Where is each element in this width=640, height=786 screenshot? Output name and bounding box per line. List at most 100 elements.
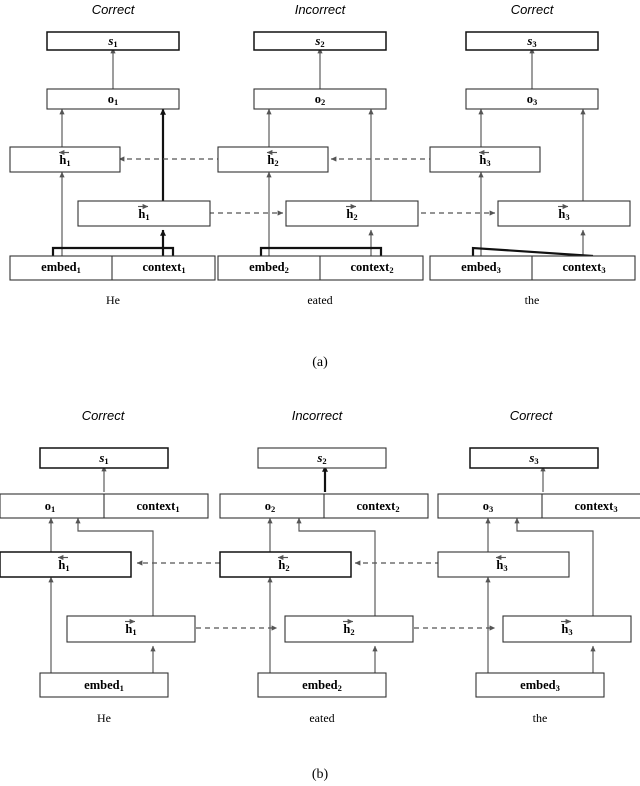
input-box-a1: embed1 context1 — [9, 255, 216, 281]
merge-bracket-a3 — [471, 246, 594, 258]
output-sub-b3: 3 — [489, 504, 493, 514]
panel-caption-a: (a) — [312, 355, 328, 370]
context-sub-b1: 1 — [175, 504, 179, 514]
word-label-b3: the — [533, 711, 548, 725]
svg-text:s2: s2 — [316, 450, 326, 466]
backward-hidden-sub-a2: 2 — [274, 158, 278, 168]
embed-sub-b3: 3 — [556, 683, 560, 693]
context-label-b2: context — [356, 499, 396, 513]
context-label-a3: context — [562, 260, 602, 274]
svg-text:embed3: embed3 — [461, 260, 501, 275]
svg-text:h1: h1 — [58, 558, 69, 573]
score-label-b3: s — [528, 450, 534, 465]
svg-text:h1: h1 — [138, 207, 149, 222]
edge-fh1-to-o1-b — [75, 517, 154, 621]
svg-text:context3: context3 — [574, 499, 617, 514]
forward-hidden-sub-a1: 1 — [145, 212, 149, 222]
score-sub-a1: 1 — [113, 39, 117, 49]
svg-text:h1: h1 — [59, 153, 70, 168]
forward-hidden-box-b3: h3 — [502, 615, 632, 643]
svg-text:s1: s1 — [107, 33, 117, 49]
score-box-b3: s3 — [469, 447, 599, 469]
embed-sub-b2: 2 — [338, 683, 342, 693]
svg-text:context2: context2 — [350, 260, 393, 275]
svg-text:context1: context1 — [136, 499, 179, 514]
score-label-a1: s — [107, 33, 113, 48]
input-box-a2: embed2 context2 — [217, 255, 424, 281]
embed-label-a2: embed — [249, 260, 284, 274]
backward-hidden-label-b2: h — [278, 558, 285, 572]
forward-hidden-box-a1: h1 — [77, 200, 211, 227]
column-header-correct-a3: Correct — [511, 2, 555, 17]
embed-sub-a2: 2 — [285, 265, 289, 275]
embed-label-b1: embed — [84, 678, 119, 692]
svg-text:o3: o3 — [527, 92, 538, 107]
output-sub-b2: 2 — [271, 504, 275, 514]
output-context-box-b1: o1 context1 — [0, 493, 209, 519]
column-header-correct-b3: Correct — [510, 408, 554, 423]
output-sub-a1: 1 — [114, 97, 118, 107]
score-label-b1: s — [98, 450, 104, 465]
backward-hidden-label-b1: h — [58, 558, 65, 572]
word-label-a3: the — [525, 293, 540, 307]
backward-hidden-box-a1: h1 — [9, 146, 121, 173]
word-label-b2: eated — [309, 711, 334, 725]
word-label-b1: He — [97, 711, 111, 725]
forward-hidden-label-a1: h — [138, 207, 145, 221]
word-label-a2: eated — [307, 293, 332, 307]
svg-text:context2: context2 — [356, 499, 399, 514]
embed-box-b2: embed2 — [257, 672, 387, 698]
output-sub-a3: 3 — [533, 97, 537, 107]
score-box-a2: s2 — [253, 31, 387, 51]
svg-text:o2: o2 — [315, 92, 326, 107]
score-label-a2: s — [314, 33, 320, 48]
word-label-a1: He — [106, 293, 120, 307]
svg-text:h2: h2 — [267, 153, 278, 168]
svg-text:h3: h3 — [558, 207, 569, 222]
forward-hidden-label-b3: h — [561, 622, 568, 636]
backward-hidden-label-a1: h — [59, 153, 66, 167]
edge-fh3-to-o3-b — [514, 517, 594, 621]
svg-text:s3: s3 — [528, 450, 538, 466]
score-sub-a3: 3 — [532, 39, 536, 49]
svg-text:h3: h3 — [561, 622, 572, 637]
output-context-box-b3: o3 context3 — [437, 493, 640, 519]
svg-text:o1: o1 — [45, 499, 56, 514]
score-box-b1: s1 — [39, 447, 169, 469]
score-box-a1: s1 — [46, 31, 180, 51]
column-header-incorrect-b2: Incorrect — [292, 408, 344, 423]
embed-label-a1: embed — [41, 260, 76, 274]
backward-hidden-sub-a3: 3 — [486, 158, 490, 168]
context-sub-b3: 3 — [613, 504, 617, 514]
score-sub-b1: 1 — [104, 456, 108, 466]
embed-sub-a3: 3 — [497, 265, 501, 275]
score-box-b2: s2 — [257, 447, 387, 469]
score-sub-b2: 2 — [322, 456, 326, 466]
forward-hidden-box-b1: h1 — [66, 615, 196, 643]
context-sub-a3: 3 — [601, 265, 605, 275]
merge-bracket-a1 — [51, 246, 175, 256]
embed-box-b3: embed3 — [475, 672, 605, 698]
backward-hidden-box-b2: h2 — [219, 551, 352, 578]
score-label-a3: s — [526, 33, 532, 48]
backward-hidden-sub-b3: 3 — [503, 563, 507, 573]
svg-text:embed2: embed2 — [249, 260, 289, 275]
svg-text:embed1: embed1 — [84, 678, 124, 693]
context-sub-a2: 2 — [389, 265, 393, 275]
output-label-a3: o — [527, 92, 533, 106]
column-header-correct-a1: Correct — [92, 2, 136, 17]
forward-hidden-label-a3: h — [558, 207, 565, 221]
svg-text:h3: h3 — [479, 153, 490, 168]
output-sub-b1: 1 — [51, 504, 55, 514]
forward-hidden-sub-b1: 1 — [132, 627, 136, 637]
column-header-incorrect-a2: Incorrect — [295, 2, 347, 17]
svg-text:embed3: embed3 — [520, 678, 560, 693]
svg-text:s2: s2 — [314, 33, 324, 49]
forward-hidden-box-a2: h2 — [285, 200, 419, 227]
svg-text:o1: o1 — [108, 92, 119, 107]
forward-hidden-label-b2: h — [343, 622, 350, 636]
embed-sub-b1: 1 — [120, 683, 124, 693]
output-box-a3: o3 — [465, 88, 599, 110]
backward-hidden-box-b1: h1 — [0, 551, 132, 578]
embed-sub-a1: 1 — [77, 265, 81, 275]
